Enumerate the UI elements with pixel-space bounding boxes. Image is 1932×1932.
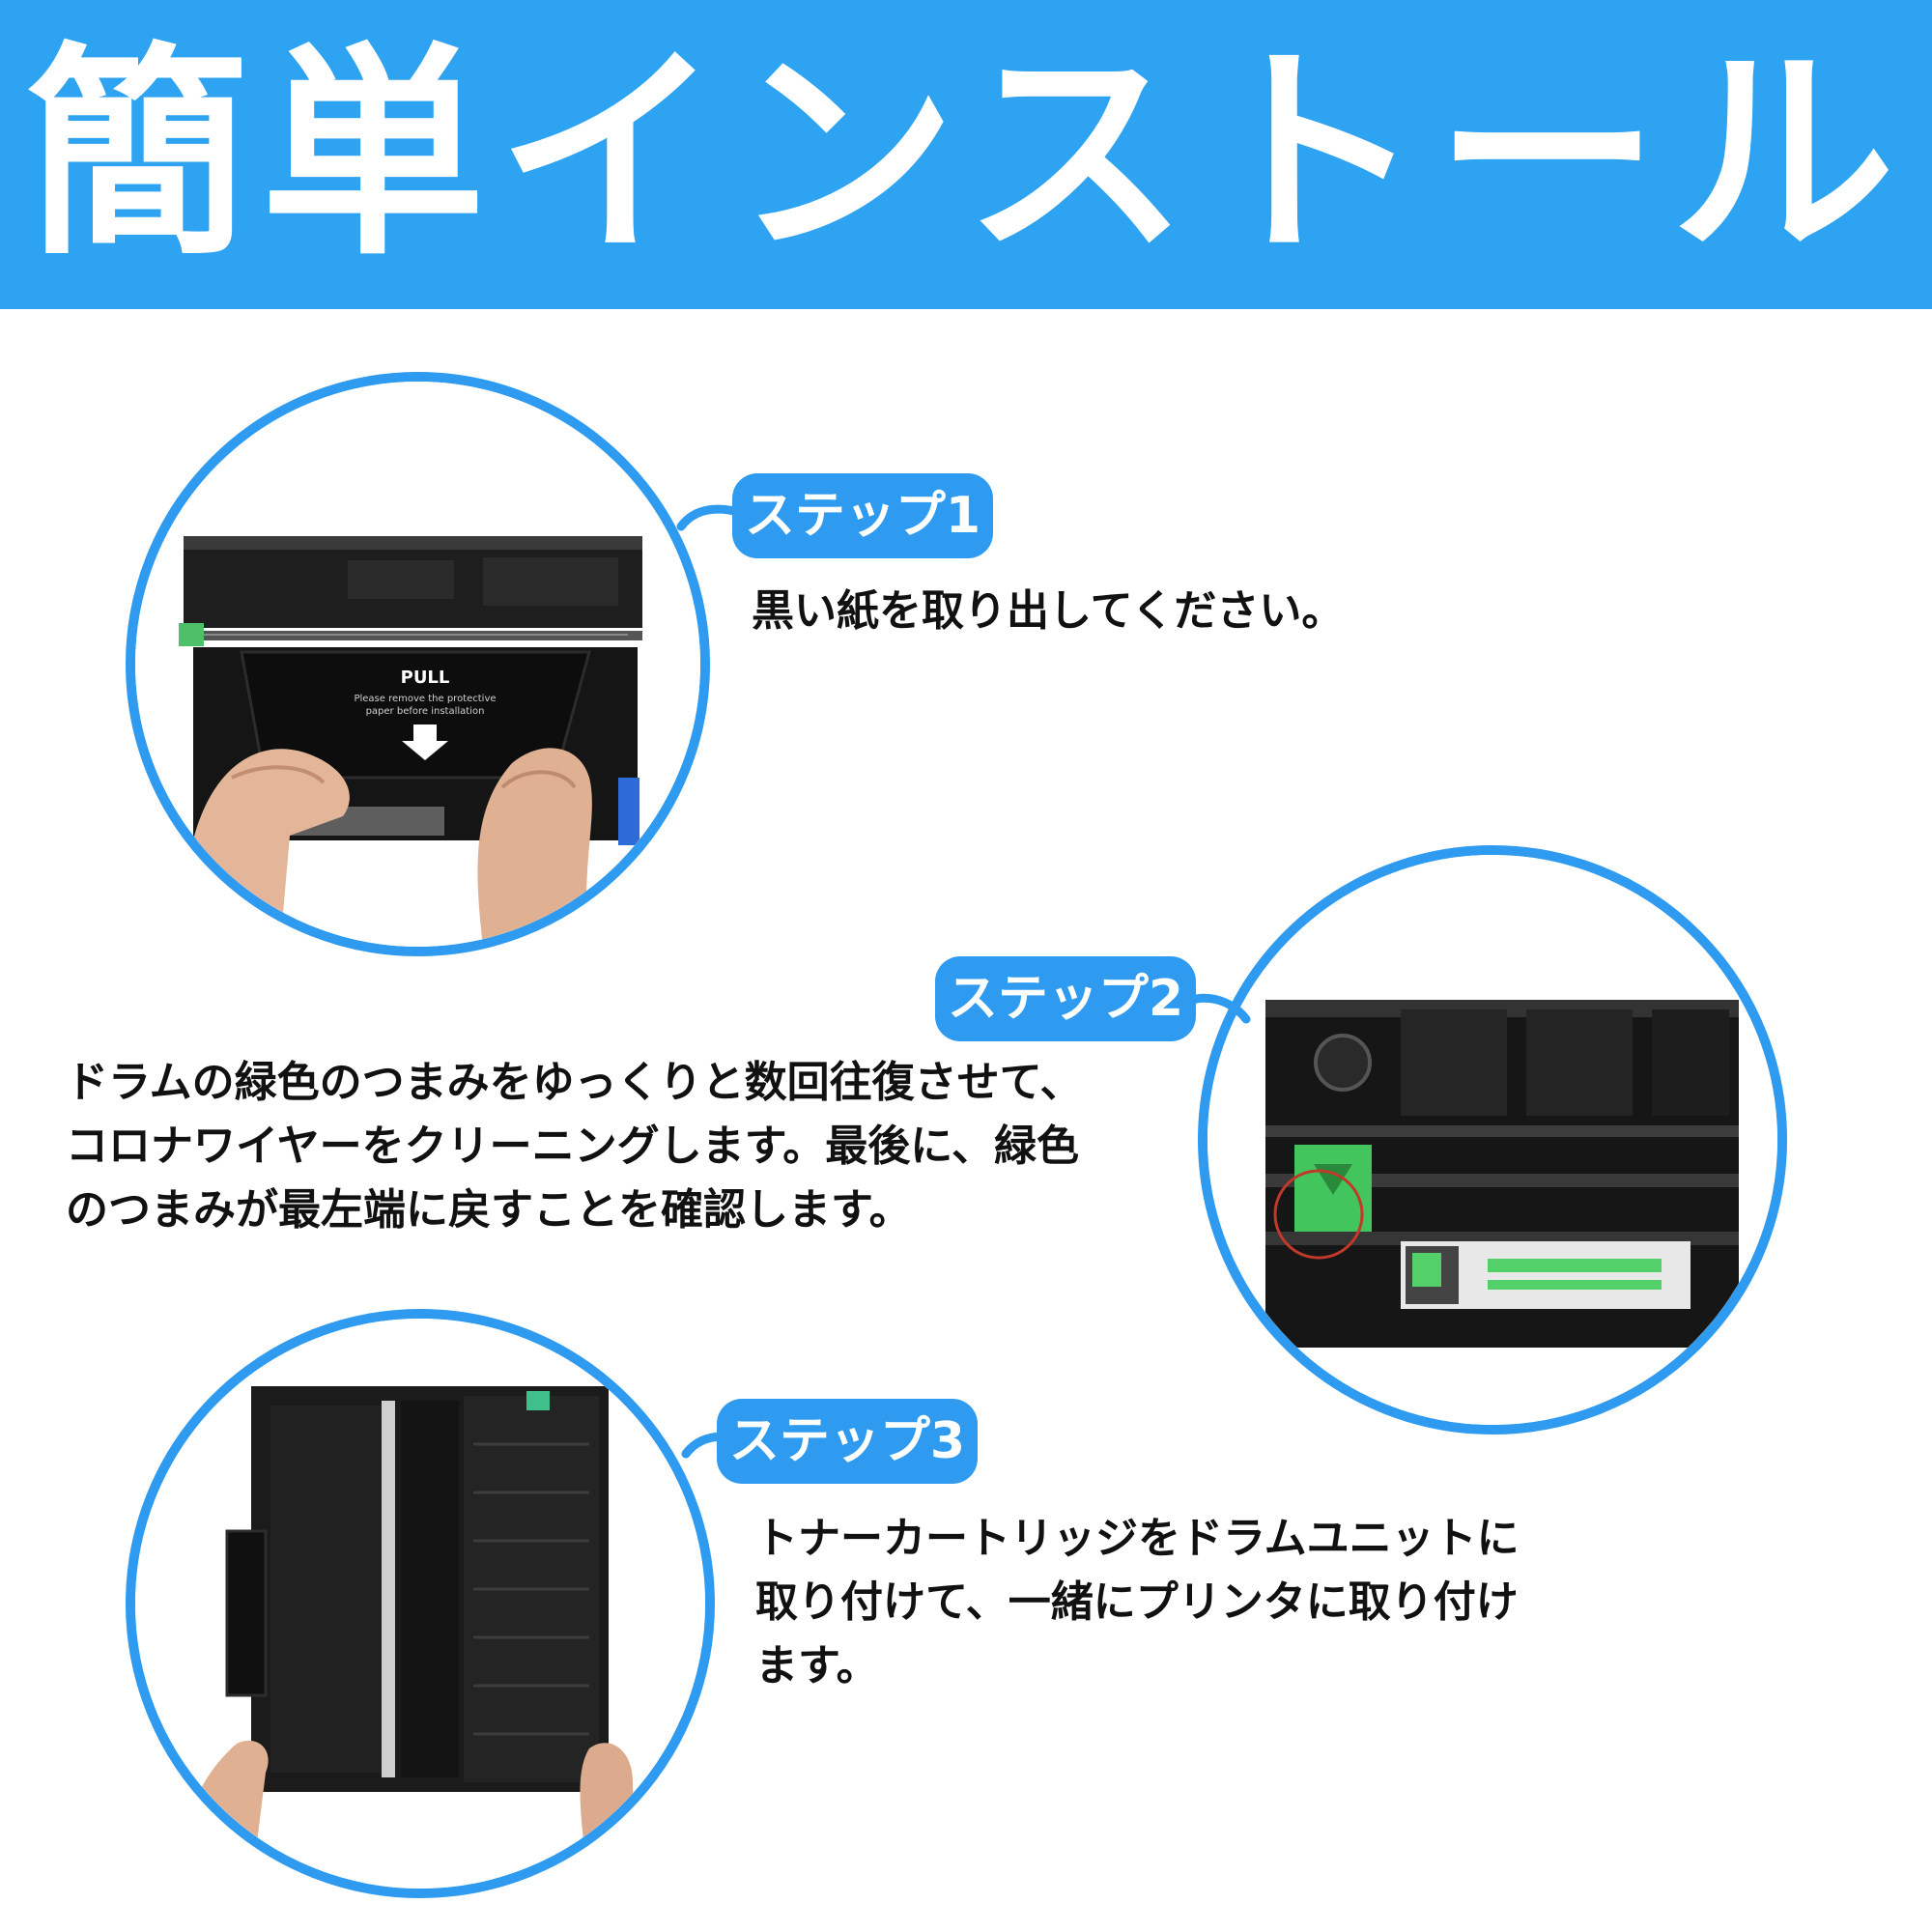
step1-paper-line2: paper before installation: [366, 706, 485, 717]
step3-desc-line: 取り付けて、一緒にプリンタに取り付け: [755, 1577, 1519, 1627]
page-title: 簡単インストール: [25, 24, 1907, 285]
header-banner: [0, 0, 1932, 309]
step2-desc-line: コロナワイヤーをクリーニングします。最後に、緑色: [66, 1122, 1079, 1171]
step3-label: ステップ3: [717, 1399, 978, 1484]
step2-photo-circle: [1198, 845, 1787, 1435]
step1-label: ステップ1: [732, 473, 993, 558]
step3-desc-line: トナーカートリッジをドラムユニットに: [755, 1514, 1520, 1563]
step1-paper-title: PULL: [401, 668, 450, 688]
step1-description: 黒い紙を取り出してください。: [752, 580, 1344, 643]
step2-desc-line: のつまみが最左端に戻すことを確認します。: [66, 1185, 912, 1235]
step2-label: ステップ2: [935, 956, 1196, 1041]
step3-description: トナーカートリッジをドラムユニットに 取り付けて、一緒にプリンタに取り付け ます…: [755, 1507, 1520, 1698]
step1-paper-line1: Please remove the protective: [354, 694, 496, 704]
step3-toner-photo: [135, 1319, 705, 1889]
step1-desc-line: 黒い紙を取り出してください。: [752, 586, 1345, 636]
step3-desc-line: ます。: [755, 1641, 879, 1690]
step2-description: ドラムの緑色のつまみをゆっくりと数回往復させて、 コロナワイヤーをクリーニングし…: [66, 1051, 1082, 1242]
step1-drum-photo: PULL Please remove the protective paper …: [135, 382, 700, 947]
step1-photo-circle: PULL Please remove the protective paper …: [126, 372, 710, 956]
step2-desc-line: ドラムの緑色のつまみをゆっくりと数回往復させて、: [66, 1058, 1083, 1107]
step2-drum-photo: [1208, 855, 1777, 1425]
step3-photo-circle: [126, 1309, 715, 1898]
